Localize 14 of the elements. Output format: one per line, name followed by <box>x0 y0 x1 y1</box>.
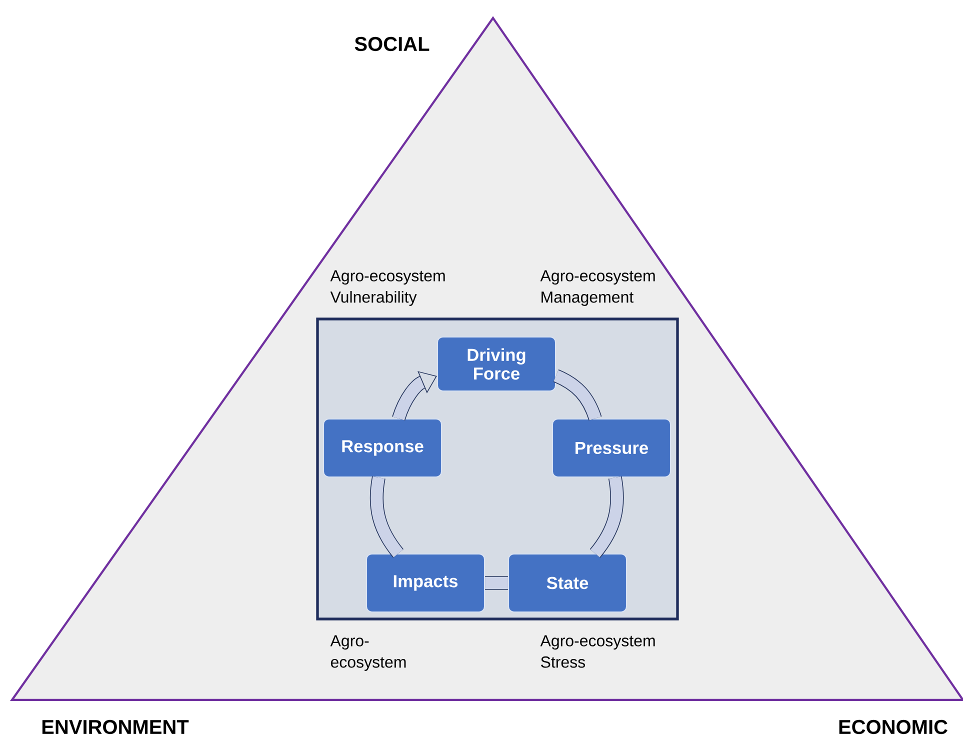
corner-label: ENVIRONMENT <box>42 720 189 734</box>
annotation-label: Agro-ecosystem <box>330 635 406 671</box>
annotation-label: Agro-ecosystem Vulnerability <box>330 270 445 306</box>
process-box: Pressure <box>552 418 672 478</box>
annotation-label: Agro-ecosystem Stress <box>540 635 655 668</box>
cycle-arrow <box>392 371 437 421</box>
process-box: Driving Force <box>436 336 556 392</box>
corner-label: SOCIAL <box>354 36 430 52</box>
process-box: Impacts <box>366 553 486 613</box>
cycle-arrow <box>485 576 508 590</box>
corner-label: ECONOMIC <box>839 720 948 734</box>
process-box: State <box>508 553 628 613</box>
process-box: Response <box>322 418 442 478</box>
annotation-label: Agro-ecosystem Management <box>540 270 655 306</box>
